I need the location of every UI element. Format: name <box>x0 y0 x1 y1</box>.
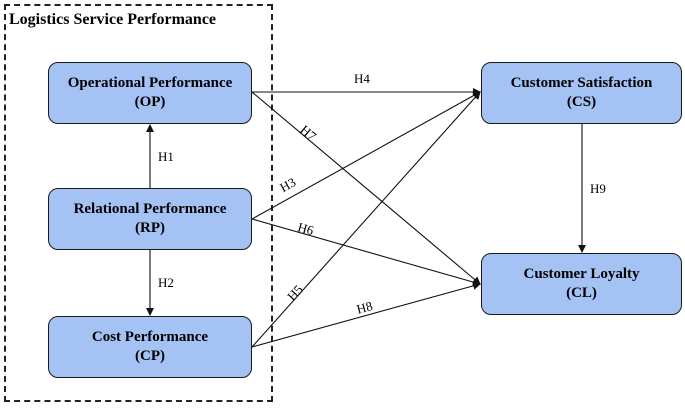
node-rp-abbr: (RP) <box>135 220 165 236</box>
node-rp-name: Relational Performance <box>73 201 227 217</box>
node-cs-abbr: (CS) <box>566 94 597 110</box>
edge-h5 <box>251 91 481 348</box>
edge-label-h1: H1 <box>158 149 174 164</box>
edge-h7 <box>251 91 481 285</box>
node-cl-name: Customer Loyalty <box>523 266 640 282</box>
node-relational-performance: Relational Performance (RP) <box>48 188 252 250</box>
edge-h6 <box>251 218 481 286</box>
edge-h3 <box>251 91 481 220</box>
node-cp-abbr: (CP) <box>135 348 165 364</box>
node-op-name: Operational Performance <box>67 75 233 91</box>
node-customer-loyalty: Customer Loyalty (CL) <box>481 253 682 315</box>
group-title: Logistics Service Performance <box>9 11 217 28</box>
node-cs-name: Customer Satisfaction <box>510 75 653 91</box>
node-cl-abbr: (CL) <box>566 285 597 301</box>
node-operational-performance: Operational Performance (OP) <box>48 62 252 124</box>
edge-label-h4: H4 <box>354 71 370 86</box>
logistics-service-performance-group <box>4 4 273 402</box>
node-cost-performance: Cost Performance (CP) <box>48 316 252 378</box>
node-customer-satisfaction: Customer Satisfaction (CS) <box>481 62 682 124</box>
edge-h8 <box>251 282 481 348</box>
node-cp-name: Cost Performance <box>91 329 209 345</box>
edge-label-h2: H2 <box>158 275 174 290</box>
edge-label-h9: H9 <box>590 181 606 196</box>
node-op-abbr: (OP) <box>134 94 166 110</box>
